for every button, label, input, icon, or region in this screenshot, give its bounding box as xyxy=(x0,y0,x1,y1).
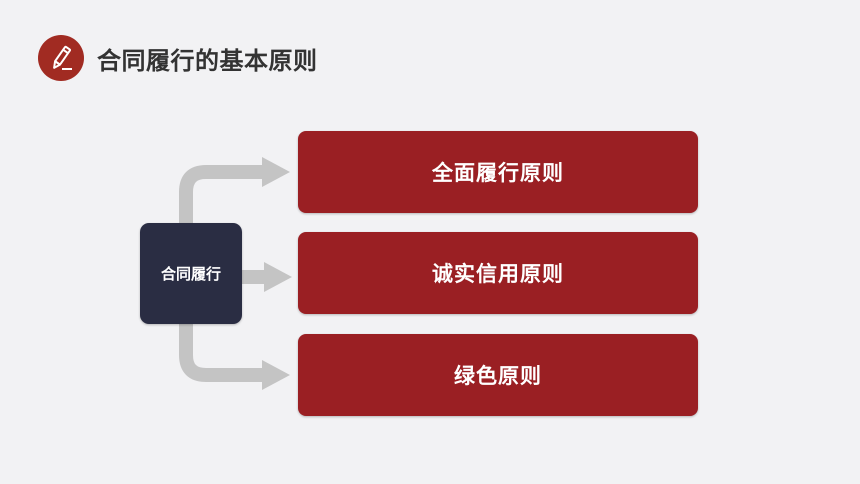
pencil-icon xyxy=(53,45,72,70)
arrowhead-bottom xyxy=(262,360,290,390)
arrowhead-middle xyxy=(264,262,292,292)
connector-arrow-top xyxy=(179,165,264,224)
page-title: 合同履行的基本原则 xyxy=(97,47,318,75)
connector-arrow-bottom xyxy=(179,323,264,382)
header-icon xyxy=(38,35,84,81)
principle-box-full-performance: 全面履行原则 xyxy=(298,131,698,213)
principle-box-green: 绿色原则 xyxy=(298,334,698,416)
principle-box-good-faith: 诚实信用原则 xyxy=(298,232,698,314)
center-node: 合同履行 xyxy=(140,223,242,324)
arrowhead-top xyxy=(262,157,290,187)
